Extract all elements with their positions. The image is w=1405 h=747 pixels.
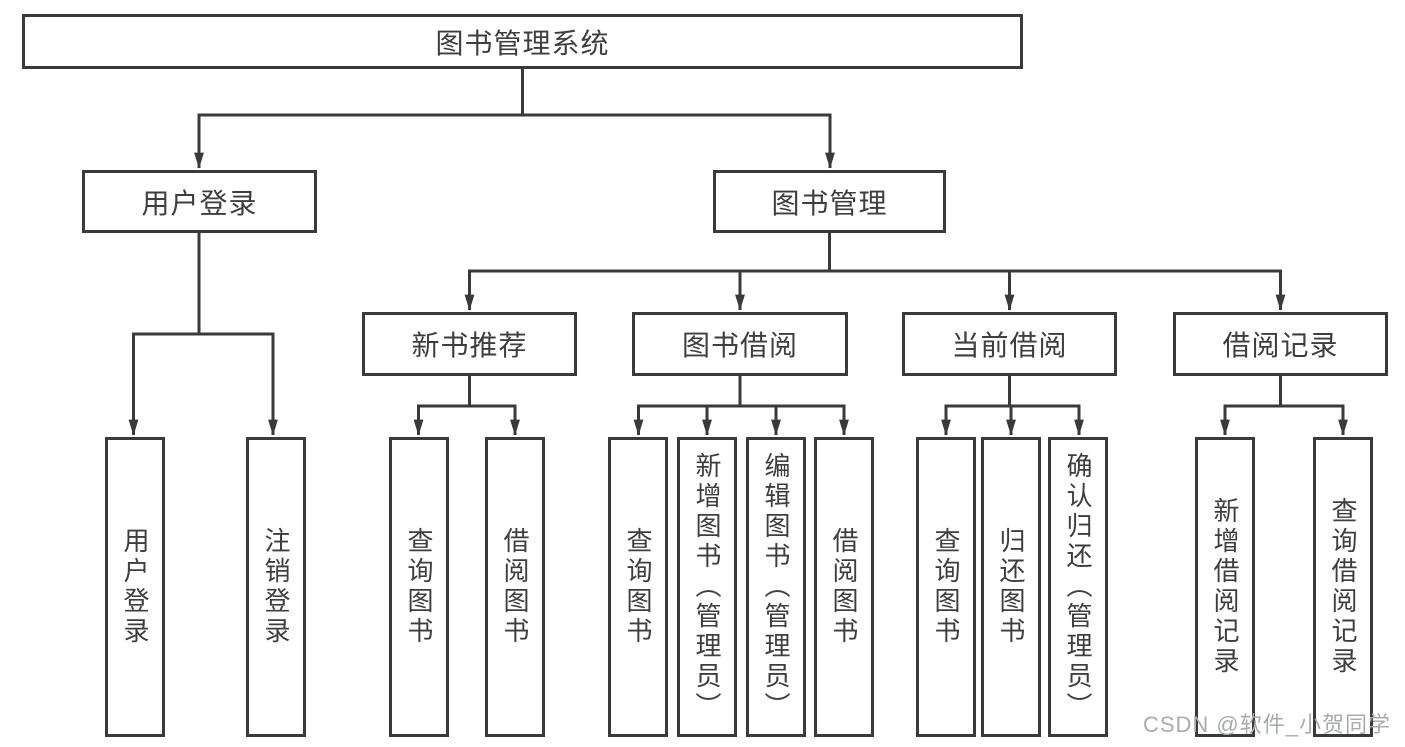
node-current-borrowing: 当前借阅 (902, 312, 1117, 376)
node-user-login-label: 用户登录 (141, 187, 258, 219)
leaf-query-books-current: 查询图书 (916, 437, 976, 737)
leaf-borrow-books-recommend: 借阅图书 (485, 437, 545, 737)
leaf-add-books-admin: 新增图书（管理员） (677, 437, 737, 737)
leaf-query-books-current-label: 查询图书 (931, 527, 961, 647)
leaf-confirm-return-admin-label: 确认归还（管理员） (1063, 452, 1093, 722)
node-new-book-recommend-label: 新书推荐 (411, 330, 528, 361)
node-book-management: 图书管理 (713, 170, 946, 233)
leaf-user-login-label: 用户登录 (120, 527, 150, 647)
leaf-query-books-borrow-label: 查询图书 (623, 527, 653, 647)
leaf-return-books-label: 归还图书 (996, 527, 1026, 647)
leaf-borrow-books-recommend-label: 借阅图书 (500, 527, 530, 647)
leaf-user-login: 用户登录 (105, 437, 165, 737)
node-current-borrowing-label: 当前借阅 (951, 330, 1068, 361)
leaf-add-borrow-record: 新增借阅记录 (1195, 437, 1255, 737)
node-library-system-label: 图书管理系统 (435, 27, 610, 59)
leaf-query-borrow-record-label: 查询借阅记录 (1328, 497, 1358, 677)
leaf-confirm-return-admin: 确认归还（管理员） (1048, 437, 1108, 737)
leaf-add-books-admin-label: 新增图书（管理员） (692, 452, 722, 722)
node-user-login: 用户登录 (82, 170, 317, 233)
node-library-system: 图书管理系统 (22, 14, 1023, 69)
leaf-logout-login-label: 注销登录 (261, 527, 291, 647)
leaf-return-books: 归还图书 (981, 437, 1041, 737)
leaf-query-books-recommend-label: 查询图书 (404, 527, 434, 647)
leaf-borrow-books: 借阅图书 (814, 437, 874, 737)
node-borrowing-records: 借阅记录 (1173, 312, 1388, 376)
node-new-book-recommend: 新书推荐 (362, 312, 577, 376)
leaf-query-books-borrow: 查询图书 (608, 437, 668, 737)
leaf-add-borrow-record-label: 新增借阅记录 (1210, 497, 1240, 677)
csdn-watermark: CSDN @软件_小贺同学 (1142, 712, 1391, 737)
leaf-borrow-books-label: 借阅图书 (829, 527, 859, 647)
leaf-query-books-recommend: 查询图书 (389, 437, 449, 737)
leaf-edit-books-admin: 编辑图书（管理员） (746, 437, 806, 737)
node-book-management-label: 图书管理 (771, 187, 888, 219)
node-borrowing-records-label: 借阅记录 (1222, 330, 1339, 361)
leaf-query-borrow-record: 查询借阅记录 (1313, 437, 1373, 737)
node-book-borrowing: 图书借阅 (632, 312, 848, 376)
leaf-edit-books-admin-label: 编辑图书（管理员） (761, 452, 791, 722)
leaf-logout-login: 注销登录 (246, 437, 306, 737)
node-book-borrowing-label: 图书借阅 (681, 330, 798, 361)
